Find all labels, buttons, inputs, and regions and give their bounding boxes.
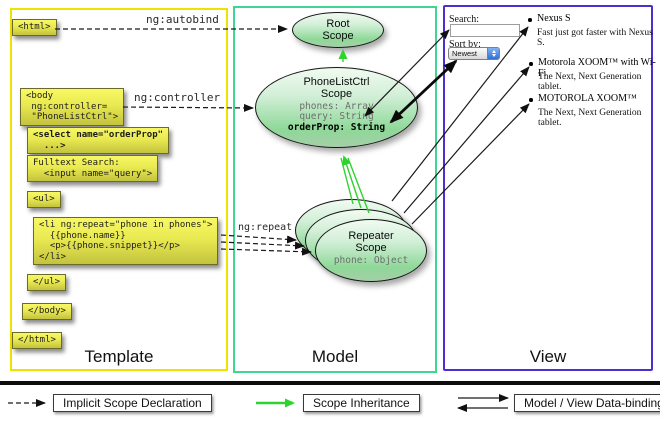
code-ul-open: <ul> <box>27 191 61 208</box>
template-column-label: Template <box>84 347 154 366</box>
phone-item-title: Nexus S <box>537 13 571 24</box>
view-column-label: View <box>529 347 567 366</box>
phone-item-desc: The Next, Next Generation tablet. <box>538 72 642 92</box>
model-column-box <box>233 6 437 373</box>
code-html-open: <html> <box>12 19 57 36</box>
code-fulltext-search: Fulltext Search: <input name="query"> <box>27 155 159 182</box>
annotation-ng-repeat: ng:repeat <box>238 222 293 233</box>
bullet-icon <box>529 62 533 66</box>
code-body-close: </body> <box>22 303 72 320</box>
code-select-orderprop: <select name="orderProp" ...> <box>27 127 170 154</box>
code-ul-close: </ul> <box>27 274 67 291</box>
model-column-label: Model <box>311 347 359 366</box>
repeater-scope-title: Repeater Scope <box>348 230 394 254</box>
annotation-ng-controller: ng:controller <box>134 91 221 104</box>
legend-scope-inheritance: Scope Inheritance <box>303 394 420 412</box>
bullet-icon <box>529 98 533 102</box>
sort-select[interactable]: Newest <box>448 47 500 60</box>
phonelistctrl-scope-ellipse: PhoneListCtrl Scope phones: Array query:… <box>255 67 418 148</box>
code-li-repeat: <li ng:repeat="phone in phones"> {{phone… <box>33 217 219 265</box>
annotation-ng-autobind: ng:autobind <box>146 13 219 26</box>
repeater-scope-prop: phone: Object <box>333 255 409 266</box>
phonelistctrl-scope-title: PhoneListCtrl Scope <box>303 76 370 100</box>
bullet-icon <box>528 18 532 22</box>
root-scope-title: Root Scope <box>322 18 354 42</box>
legend-model-view-data-binding: Model / View Data-binding <box>514 394 660 412</box>
search-label: Search: <box>449 14 479 25</box>
phonelistctrl-scope-orderprop: orderProp: String <box>287 122 386 133</box>
phone-item-title: MOTOROLA XOOM™ <box>538 93 637 104</box>
phone-item-desc: The Next, Next Generation tablet. <box>538 108 642 128</box>
legend-implicit-scope-declaration: Implicit Scope Declaration <box>53 394 212 412</box>
search-input[interactable] <box>450 24 520 37</box>
select-stepper-icon <box>487 48 499 59</box>
legend-divider <box>0 381 660 385</box>
sort-select-value: Newest <box>452 49 478 58</box>
phone-item-title: Motorola XOOM™ with Wi-Fi <box>538 57 656 79</box>
phonelistctrl-scope-props: phones: Array query: String <box>299 101 374 122</box>
root-scope-ellipse: Root Scope <box>292 12 384 48</box>
code-body-open: <body ng:controller= "PhoneListCtrl"> <box>20 88 125 126</box>
phone-item-desc: Fast just got faster with Nexus S. <box>537 28 653 48</box>
code-html-close: </html> <box>12 332 62 349</box>
repeater-scope-ellipse: Repeater Scope phone: Object <box>315 219 427 282</box>
